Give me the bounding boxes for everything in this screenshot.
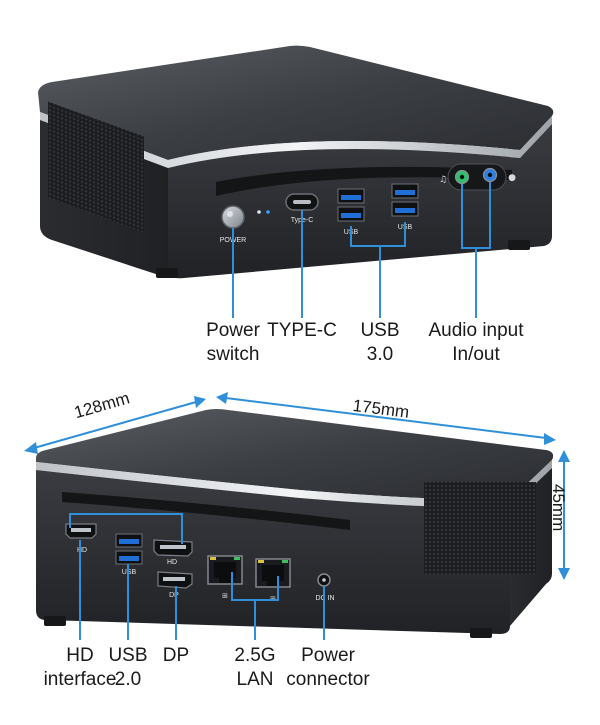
back-device-foot-left bbox=[44, 616, 66, 626]
front-device-groove bbox=[216, 166, 512, 196]
dp-label: DP bbox=[169, 592, 179, 599]
lan-port-1 bbox=[207, 555, 243, 585]
led-indicator-1 bbox=[257, 210, 261, 214]
dc-in-port bbox=[317, 573, 331, 587]
lan-icon-1: ⊞ bbox=[222, 592, 228, 600]
usb-back-label: USB bbox=[122, 569, 137, 576]
led-indicator-2 bbox=[266, 210, 270, 214]
callout-power-switch: Power switch bbox=[206, 320, 260, 365]
callout-usb30: USB 3.0 bbox=[360, 320, 400, 365]
back-device: HD USB HD DP ⊞ bbox=[36, 409, 554, 638]
back-device-groove bbox=[62, 492, 350, 530]
back-device-foot-right bbox=[470, 628, 492, 638]
callout-dp: DP bbox=[162, 645, 190, 666]
hd-port-left bbox=[65, 523, 97, 539]
back-device-right-vent bbox=[424, 482, 536, 574]
callout-power-connector: Power connector bbox=[286, 645, 370, 690]
front-device-foot-right bbox=[508, 240, 530, 250]
audio-jacks bbox=[447, 163, 507, 191]
callout-hd-interface: HD interface bbox=[43, 645, 117, 690]
front-device-foot-left bbox=[156, 268, 178, 278]
front-device-left-vent bbox=[48, 101, 144, 233]
typec-port bbox=[285, 193, 319, 211]
front-device-lid bbox=[38, 45, 554, 160]
hd-port-right bbox=[153, 539, 193, 557]
dimension-arrows bbox=[24, 392, 570, 580]
back-device-back-panel bbox=[36, 470, 510, 634]
callout-lan: 2.5G LAN bbox=[234, 645, 276, 690]
usb20-port bbox=[115, 533, 143, 565]
headphone-icon: ♫ bbox=[439, 175, 447, 185]
hd-left-label: HD bbox=[77, 547, 87, 554]
dimension-height: 45mm bbox=[549, 484, 568, 532]
usb30-port-left bbox=[337, 188, 365, 222]
microphone-icon: ● bbox=[508, 173, 516, 183]
dp-port bbox=[157, 571, 193, 589]
callout-audio: Audio input In/out bbox=[428, 320, 524, 365]
back-leader-lines bbox=[69, 513, 325, 640]
lan-port-2 bbox=[255, 558, 291, 588]
callout-usb20: USB 2.0 bbox=[108, 645, 148, 690]
back-device-lid bbox=[36, 409, 554, 500]
usb30-port-right bbox=[391, 183, 419, 217]
power-button bbox=[221, 205, 245, 229]
callout-typec: TYPE-C bbox=[267, 320, 337, 341]
front-leader-lines bbox=[232, 182, 491, 318]
front-device: POWER Type-C USB USB bbox=[38, 45, 554, 279]
hd-right-label: HD bbox=[167, 559, 177, 566]
